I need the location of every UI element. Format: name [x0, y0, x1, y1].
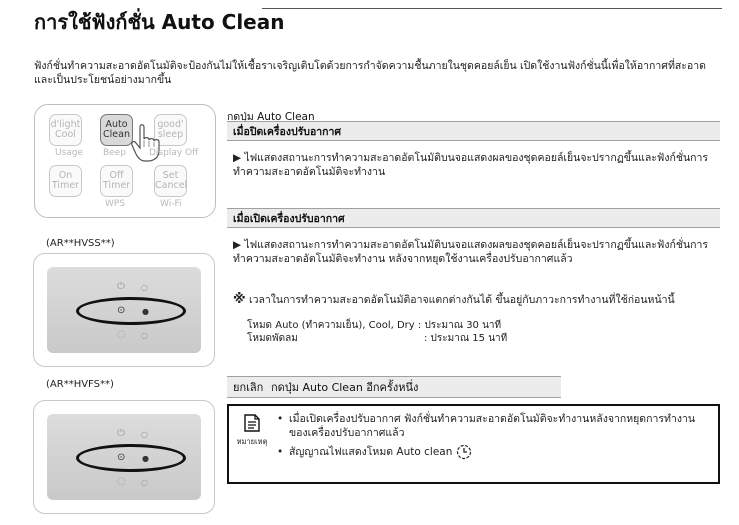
button-label: Auto	[105, 119, 128, 130]
time-note-text: เวลาในการทำความสะอาดอัตโนมัติอาจแตกต่างก…	[248, 294, 675, 306]
cancel-label: ยกเลิก	[233, 381, 264, 394]
memo-bullet: • สัญญาณไฟแสดงโหมด Auto clean	[277, 444, 707, 460]
off-timer-button[interactable]: Off Timer	[100, 165, 133, 197]
note-icon	[244, 414, 260, 432]
dlight-cool-button[interactable]: d'light Cool	[49, 114, 82, 146]
intro-paragraph: ฟังก์ชั่นทำความสะอาดอัตโนมัติจะป้องกันไม…	[34, 60, 706, 86]
indoor-display-panel-hvss: ⏻ ○ ⊙ ● ◌ ○	[33, 253, 215, 367]
highlight-ellipse	[76, 444, 186, 472]
mode-time: : ประมาณ 15 นาที	[424, 333, 508, 344]
section-on-text: ▶ ไฟแสดงสถานะการทำความสะอาดอัตโนมัติบนจอ…	[233, 238, 713, 266]
bullet-arrow-icon: ▶	[233, 239, 245, 251]
bullet-arrow-icon: ▶	[233, 152, 245, 164]
usage-label: Usage	[55, 148, 84, 158]
indoor-display-panel-hvfs: ⏻ ○ ⊙ ● ◌ ○	[33, 400, 215, 514]
indicator-dot: ○	[141, 430, 148, 439]
beep-label: Beep	[103, 148, 126, 158]
power-icon: ⏻	[117, 428, 125, 439]
cancel-bar: ยกเลิก กดปุ่ม Auto Clean อีกครั้งหนึ่ง	[227, 376, 561, 398]
title-rule	[262, 8, 722, 9]
wifi-label: Wi-Fi	[160, 199, 182, 209]
button-label: Cancel	[155, 180, 188, 191]
time-note: ※ เวลาในการทำความสะอาดอัตโนมัติอาจแตกต่า…	[233, 293, 703, 307]
button-label: On	[58, 170, 73, 181]
wps-label: WPS	[105, 199, 126, 209]
memo-bullet-text: เมื่อเปิดเครื่องปรับอากาศ ฟังก์ชั่นทำควา…	[289, 413, 696, 439]
reference-mark-icon: ※	[233, 292, 246, 307]
button-label: d'light	[50, 119, 81, 130]
section-off-text: ▶ ไฟแสดงสถานะการทำความสะอาดอัตโนมัติบนจอ…	[233, 151, 713, 179]
highlight-ellipse	[76, 297, 186, 325]
memo-box: หมายเหตุ • เมื่อเปิดเครื่องปรับอากาศ ฟัง…	[227, 404, 720, 484]
panel-caption-hvfs: (AR**HVFS**)	[46, 379, 114, 390]
section-off-body: ไฟแสดงสถานะการทำความสะอาดอัตโนมัติบนจอแส…	[233, 152, 709, 178]
mode-row: โหมดพัดลม : ประมาณ 15 นาที	[247, 333, 507, 345]
on-timer-button[interactable]: On Timer	[49, 165, 82, 197]
set-cancel-button[interactable]: Set Cancel	[154, 165, 187, 197]
memo-label: หมายเหตุ	[236, 437, 268, 446]
bullet-dot: •	[277, 446, 284, 458]
pointing-hand-icon	[131, 124, 160, 162]
button-label: Off	[109, 170, 124, 181]
power-icon: ⏻	[117, 281, 125, 292]
memo-icon-block: หมายเหตุ	[233, 414, 271, 448]
mode-name: โหมดพัดลม	[247, 333, 298, 344]
section-off-title: เมื่อปิดเครื่องปรับอากาศ	[227, 121, 720, 141]
button-label: Set	[162, 170, 179, 181]
fan-icon: ◌	[117, 476, 126, 487]
button-label: good'	[157, 119, 184, 130]
mode-time: : ประมาณ 30 นาที	[417, 320, 502, 331]
display-off-label: Display Off	[149, 148, 199, 158]
mode-name: โหมด Auto (ทำความเย็น), Cool, Dry	[247, 320, 415, 331]
memo-bullet: • เมื่อเปิดเครื่องปรับอากาศ ฟังก์ชั่นทำค…	[277, 412, 707, 440]
button-label: Timer	[102, 180, 131, 191]
good-sleep-button[interactable]: good' sleep	[154, 114, 187, 146]
bullet-dot: •	[277, 413, 284, 425]
page-title: การใช้ฟังก์ชั่น Auto Clean	[34, 10, 285, 34]
indicator-dot: ○	[141, 331, 148, 340]
press-label: กดปุ่ม Auto Clean	[227, 111, 315, 123]
memo-text: • เมื่อเปิดเครื่องปรับอากาศ ฟังก์ชั่นทำค…	[277, 412, 707, 460]
auto-clean-button[interactable]: Auto Clean	[100, 114, 133, 146]
memo-bullet-text: สัญญาณไฟแสดงโหมด Auto clean	[289, 446, 453, 458]
cancel-text: กดปุ่ม Auto Clean อีกครั้งหนึ่ง	[271, 381, 419, 394]
button-label: sleep	[157, 129, 184, 140]
indicator-dot: ○	[141, 478, 148, 487]
remote-control: d'light Cool Auto Clean good' sleep Usag…	[34, 104, 216, 218]
fan-icon: ◌	[117, 329, 126, 340]
auto-clean-icon	[457, 444, 472, 460]
panel-caption-hvss: (AR**HVSS**)	[46, 238, 115, 249]
button-label: Cool	[55, 129, 76, 140]
button-label: Timer	[51, 180, 80, 191]
section-on-title: เมื่อเปิดเครื่องปรับอากาศ	[227, 208, 720, 228]
mode-row: โหมด Auto (ทำความเย็น), Cool, Dry : ประม…	[247, 320, 501, 332]
button-label: Clean	[103, 129, 130, 140]
indicator-dot: ○	[141, 283, 148, 292]
section-on-body: ไฟแสดงสถานะการทำความสะอาดอัตโนมัติบนจอแส…	[233, 239, 709, 265]
